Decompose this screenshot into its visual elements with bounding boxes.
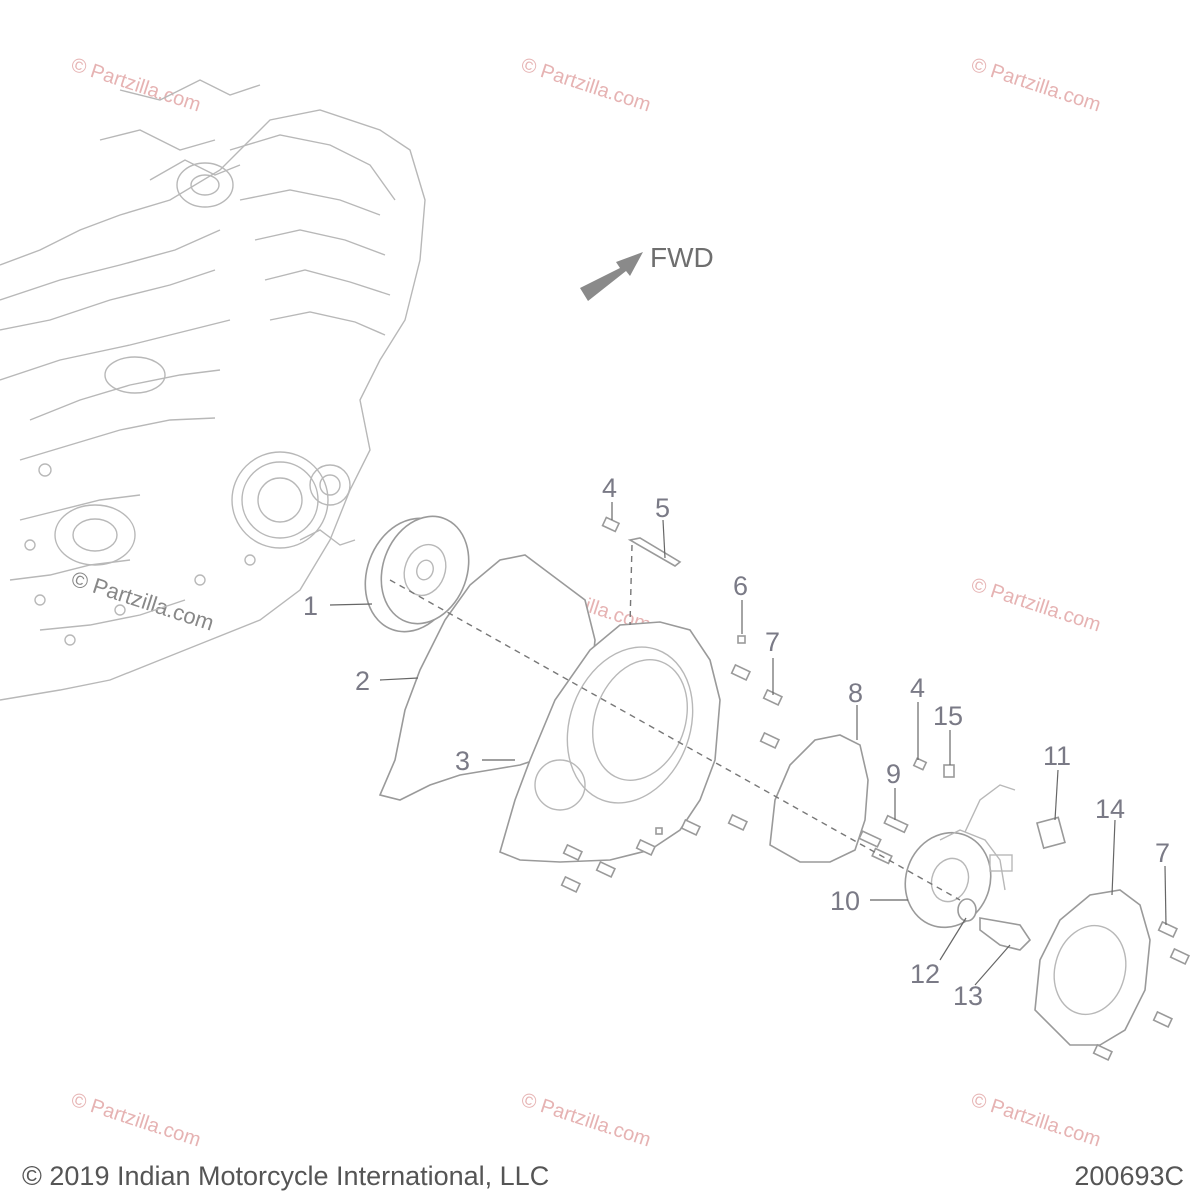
fasteners — [560, 516, 1191, 1061]
callout-14: 14 — [1095, 794, 1125, 824]
part-12-washer — [957, 898, 977, 922]
callout-15: 15 — [933, 701, 963, 731]
forward-direction-indicator: FWD — [580, 242, 714, 301]
part-5-pin — [627, 537, 682, 567]
callouts: 1 2 3 4 5 6 7 8 4 15 9 11 14 7 10 12 13 — [303, 473, 1170, 1011]
callout-2: 2 — [355, 666, 370, 696]
leader-lines — [329, 502, 1167, 986]
copyright-notice: © 2019 Indian Motorcycle International, … — [22, 1161, 550, 1191]
part-15-clip — [943, 764, 955, 778]
callout-13: 13 — [953, 981, 983, 1011]
watermark: © Partzilla.com — [518, 1089, 653, 1152]
part-13-bolt — [979, 917, 1032, 951]
watermark: © Partzilla.com — [518, 54, 653, 117]
drawing-number: 200693C — [1074, 1161, 1184, 1191]
callout-8: 8 — [848, 678, 863, 708]
watermark: © Partzilla.com — [968, 54, 1103, 117]
forward-label: FWD — [650, 242, 714, 273]
part-11-connector — [1035, 816, 1066, 850]
callout-7: 7 — [765, 627, 780, 657]
callout-4: 4 — [910, 673, 925, 703]
callout-7: 7 — [1155, 838, 1170, 868]
assembly-centerlines — [389, 544, 961, 901]
callout-11: 11 — [1043, 741, 1071, 771]
callout-1: 1 — [303, 591, 318, 621]
callout-12: 12 — [910, 959, 940, 989]
callout-5: 5 — [655, 493, 670, 523]
part-1-rotor — [364, 515, 470, 633]
part-10-stator — [904, 784, 1016, 929]
callout-3: 3 — [455, 746, 470, 776]
watermark: © Partzilla.com — [68, 54, 203, 117]
part-8-cover-gasket — [769, 734, 869, 863]
watermark: © Partzilla.com — [968, 574, 1103, 637]
engine-illustration — [0, 79, 426, 701]
watermark: © Partzilla.com — [968, 1089, 1103, 1152]
callout-6: 6 — [733, 571, 748, 601]
callout-10: 10 — [830, 886, 860, 916]
forward-arrow-icon — [580, 252, 643, 301]
callout-4: 4 — [602, 473, 617, 503]
watermark: © Partzilla.com — [68, 1089, 203, 1152]
part-14-outer-cover — [1034, 889, 1151, 1046]
part-3-inner-cover — [499, 621, 721, 863]
callout-9: 9 — [886, 759, 901, 789]
